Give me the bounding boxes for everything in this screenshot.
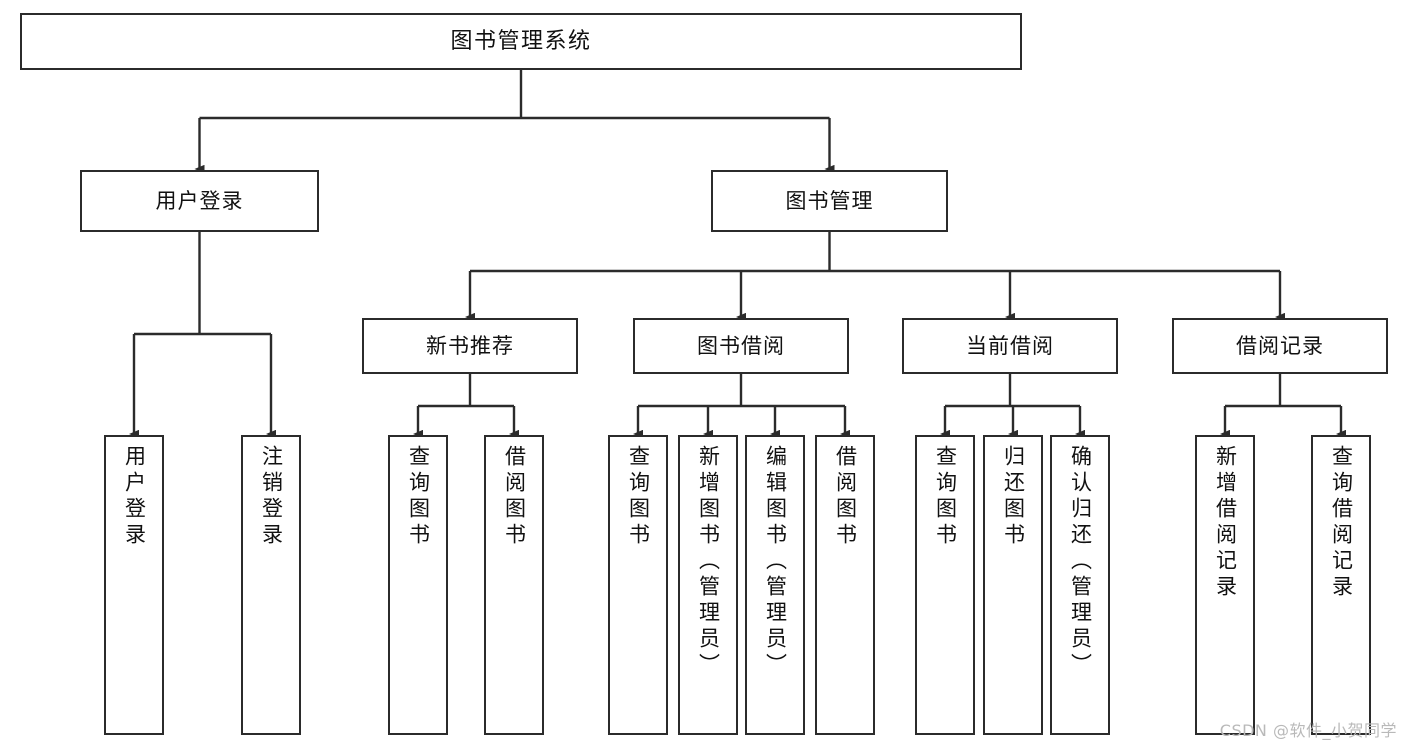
- node-user-login[interactable]: 用户登录: [80, 170, 319, 232]
- node-label: 查询图书: [626, 445, 651, 549]
- leaf-query-book-recommend[interactable]: 查询图书: [388, 435, 448, 735]
- leaf-return-book[interactable]: 归还图书: [983, 435, 1043, 735]
- leaf-edit-book-admin[interactable]: 编辑图书（管理员）: [745, 435, 805, 735]
- csdn-watermark: CSDN @软件_小贺同学: [1219, 721, 1397, 740]
- node-label: 用户登录: [122, 445, 147, 549]
- node-label: 借阅图书: [502, 445, 527, 549]
- node-current-borrow[interactable]: 当前借阅: [902, 318, 1118, 374]
- leaf-query-book-current[interactable]: 查询图书: [915, 435, 975, 735]
- leaf-confirm-return-admin[interactable]: 确认归还（管理员）: [1050, 435, 1110, 735]
- leaf-borrow-book[interactable]: 借阅图书: [815, 435, 875, 735]
- node-new-book-recommend[interactable]: 新书推荐: [362, 318, 578, 374]
- node-label: 图书管理系统: [450, 28, 592, 54]
- node-label: 借阅图书: [833, 445, 858, 549]
- node-label: 用户登录: [155, 188, 244, 213]
- node-label: 借阅记录: [1236, 333, 1324, 358]
- node-label: 编辑图书（管理员）: [763, 445, 788, 679]
- node-root-system[interactable]: 图书管理系统: [20, 13, 1022, 70]
- leaf-user-login[interactable]: 用户登录: [104, 435, 164, 735]
- leaf-add-borrow-record[interactable]: 新增借阅记录: [1195, 435, 1255, 735]
- node-label: 当前借阅: [966, 333, 1054, 358]
- node-label: 新增图书（管理员）: [696, 445, 721, 679]
- node-book-borrow[interactable]: 图书借阅: [633, 318, 849, 374]
- node-label: 查询图书: [933, 445, 958, 549]
- node-label: 注销登录: [259, 445, 284, 549]
- node-label: 图书借阅: [697, 333, 785, 358]
- node-label: 图书管理: [785, 188, 874, 213]
- node-label: 查询图书: [406, 445, 431, 549]
- node-label: 归还图书: [1001, 445, 1026, 549]
- node-label: 新书推荐: [426, 333, 514, 358]
- node-borrow-record[interactable]: 借阅记录: [1172, 318, 1388, 374]
- leaf-borrow-book-recommend[interactable]: 借阅图书: [484, 435, 544, 735]
- leaf-logout[interactable]: 注销登录: [241, 435, 301, 735]
- node-book-management[interactable]: 图书管理: [711, 170, 948, 232]
- leaf-add-book-admin[interactable]: 新增图书（管理员）: [678, 435, 738, 735]
- node-label: 确认归还（管理员）: [1068, 445, 1093, 679]
- leaf-query-borrow-record[interactable]: 查询借阅记录: [1311, 435, 1371, 735]
- leaf-query-book-borrow[interactable]: 查询图书: [608, 435, 668, 735]
- node-label: 新增借阅记录: [1213, 445, 1238, 601]
- node-label: 查询借阅记录: [1329, 445, 1354, 601]
